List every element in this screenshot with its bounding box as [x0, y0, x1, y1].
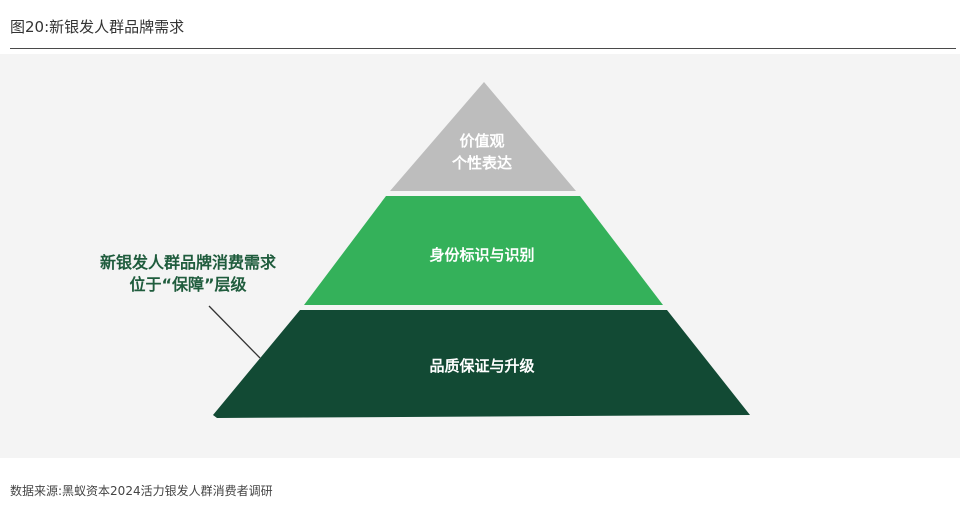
tier-top-label-line1: 价值观: [459, 132, 504, 150]
title-divider: [10, 48, 956, 49]
callout-text-line2: 位于“保障”层级: [129, 275, 247, 294]
figure-title: 图20:新银发人群品牌需求: [10, 18, 185, 36]
pyramid-tier-middle: [304, 196, 663, 305]
pyramid-tier-bottom: [213, 310, 750, 418]
pyramid-tier-top: [390, 82, 576, 191]
callout-text-line1: 新银发人群品牌消费需求: [100, 253, 277, 272]
pyramid-diagram: 价值观 个性表达 身份标识与识别 品质保证与升级 新银发人群品牌消费需求 位于“…: [100, 82, 750, 418]
source-note: 数据来源:黑蚁资本2024活力银发人群消费者调研: [10, 484, 273, 498]
callout-leader-line: [208, 305, 261, 359]
tier-middle-label: 身份标识与识别: [429, 246, 534, 264]
diagram-panel: 价值观 个性表达 身份标识与识别 品质保证与升级 新银发人群品牌消费需求 位于“…: [0, 54, 960, 458]
tier-top-label-line2: 个性表达: [451, 154, 512, 172]
tier-bottom-label: 品质保证与升级: [429, 357, 535, 375]
